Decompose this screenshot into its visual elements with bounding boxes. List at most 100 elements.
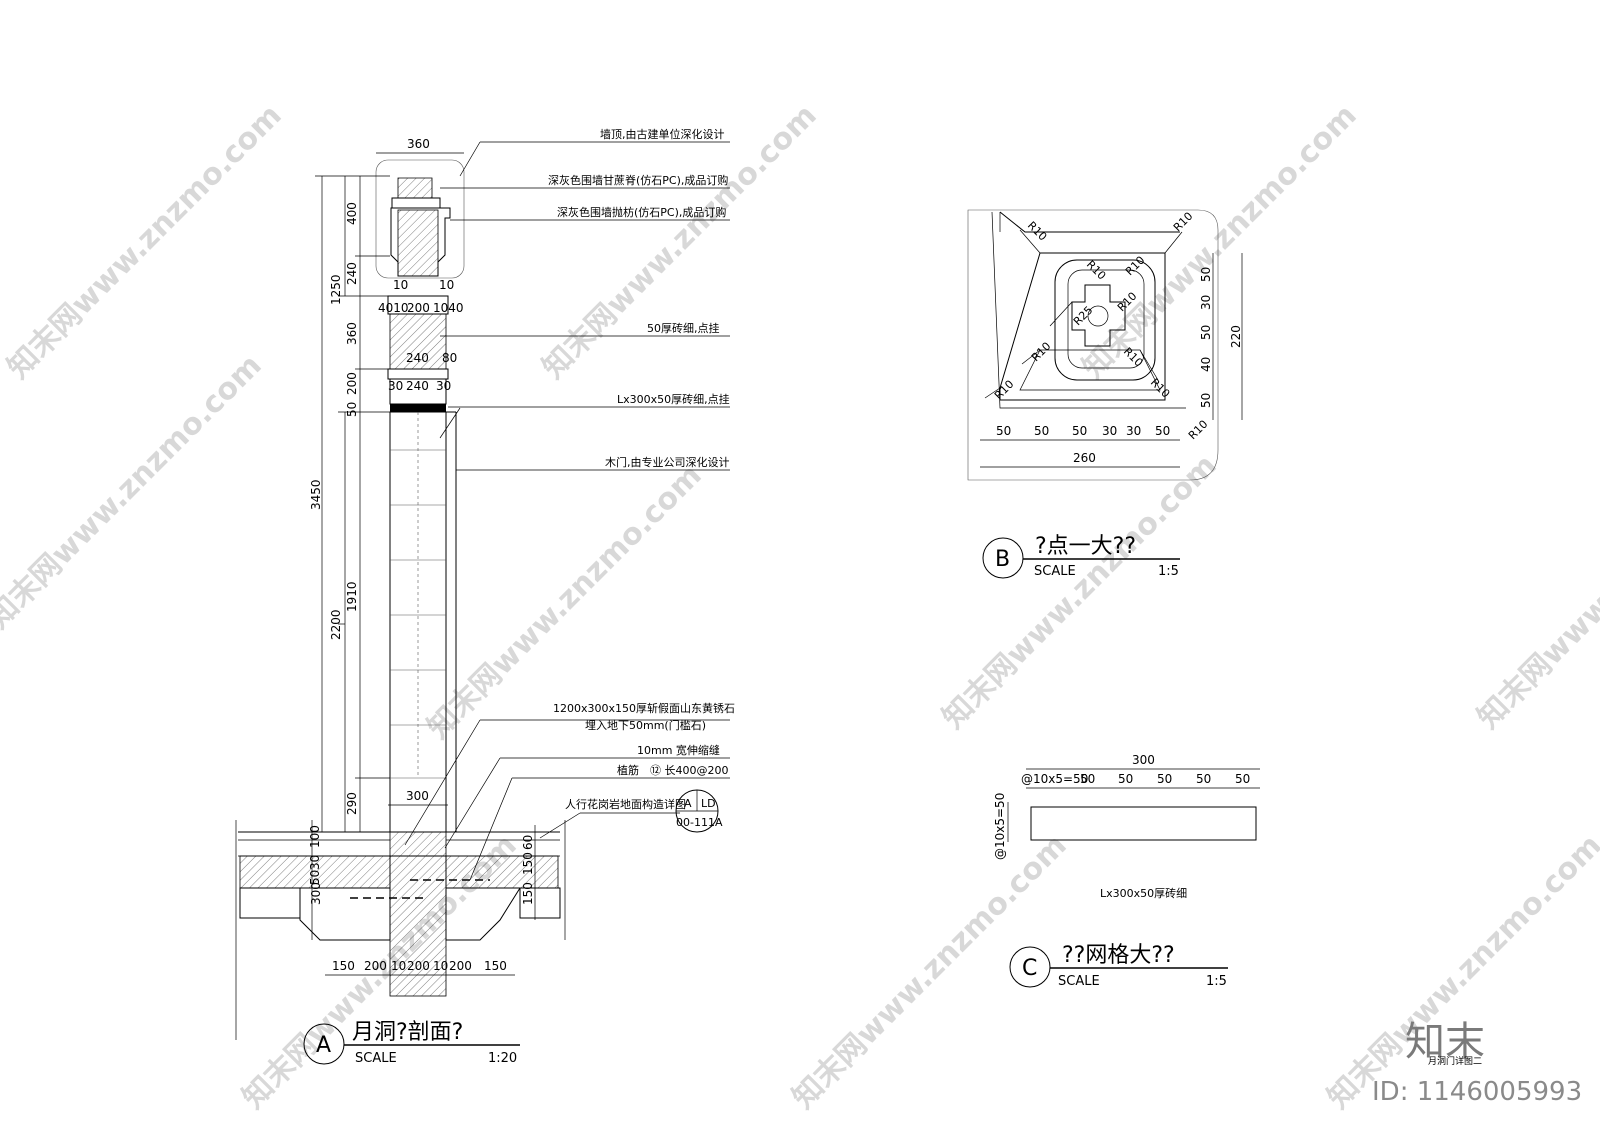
note-ridge: 深灰色围墙甘蔗脊(仿石PC),成品订购 xyxy=(548,173,728,187)
ref-tag-code: 00-111A xyxy=(676,816,723,829)
note-rebar: 植筋 ⑫ 长400@200 xyxy=(617,763,729,777)
section-a: 1250 3450 2200 300 400 240 360 200 50 19… xyxy=(235,127,735,1066)
detail-c: 300 @10x5=50 50 50 50 50 50 @10x5=50 Lx3… xyxy=(993,753,1260,989)
frame-outer xyxy=(999,252,1166,401)
brand-logo: 知末 xyxy=(1405,1019,1485,1065)
slab-right xyxy=(445,855,559,889)
dim-r-150b: 150 xyxy=(521,882,535,905)
dim-1910: 1910 xyxy=(345,581,359,612)
radius-label-2: R10 xyxy=(1171,210,1195,234)
dim-w-10a: 10 xyxy=(393,278,408,292)
dim-r-40: 40 xyxy=(1199,357,1213,372)
dim-c-grid: @10x5=50 xyxy=(1021,772,1088,786)
dim-c-300: 300 xyxy=(1132,753,1155,767)
note-coping: 深灰色围墙抛枋(仿石PC),成品订购 xyxy=(557,205,726,219)
ref-tag-ld[interactable]: A LD 00-111A xyxy=(675,789,723,833)
dim-c-50d: 50 xyxy=(1196,772,1211,786)
dim-r-50b: 50 xyxy=(1199,325,1213,340)
dim-w-30b: 30 xyxy=(436,379,451,393)
detail-c-caption: Lx300x50厚砖细 xyxy=(1100,886,1187,900)
note-buried: 埋入地下50mm(门槛石) xyxy=(585,718,706,732)
title-a-text: 月洞?剖面? xyxy=(352,1020,463,1045)
watermark-7: 知末网www.znzmo.com xyxy=(1471,448,1600,736)
title-a-scale: 1:20 xyxy=(488,1051,517,1066)
dim-w-240a: 240 xyxy=(406,351,429,365)
dim-50-ground: 50 xyxy=(308,870,322,885)
dim-b-150a: 150 xyxy=(332,959,355,973)
dim-w-1040: 1040 xyxy=(433,301,464,315)
dim-w-300: 300 xyxy=(406,789,429,803)
title-b-scale: 1:5 xyxy=(1158,564,1179,579)
note-wood-door: 木门,由专业公司深化设计 xyxy=(605,455,730,469)
title-b-letter: B xyxy=(995,547,1010,572)
radius-label-4: R10 xyxy=(1123,254,1147,278)
title-b-text: ?点一大?? xyxy=(1035,534,1136,559)
dim-r-50c: 50 xyxy=(1199,393,1213,408)
dim-b-200b: 200 xyxy=(407,959,430,973)
cap-outline xyxy=(375,159,465,279)
note-brick-lx300: Lx300x50厚砖细,点挂 xyxy=(617,392,730,406)
watermark-layer: 知末网www.znzmo.com 知末网www.znzmo.com 知末网www… xyxy=(0,98,1600,1116)
watermark-6: 知末网www.znzmo.com xyxy=(936,448,1224,736)
note-wall-top: 墙顶,由古建单位深化设计 xyxy=(600,127,725,141)
title-a-letter: A xyxy=(316,1033,331,1058)
dim-3450: 3450 xyxy=(309,479,323,510)
dim-b-50b: 50 xyxy=(1034,424,1049,438)
dim-c-50a: 50 xyxy=(1080,772,1095,786)
dim-100: 100 xyxy=(308,825,322,848)
note-brick-50: 50厚砖细,点挂 xyxy=(647,321,720,335)
drawing-small-label: 月洞门详图二 xyxy=(1428,1055,1482,1067)
threshold-stone xyxy=(389,831,447,857)
dim-w-200: 200 xyxy=(407,301,430,315)
dim-c-50e: 50 xyxy=(1235,772,1250,786)
title-block-b: B ?点一大?? SCALE 1:5 xyxy=(982,534,1180,579)
dim-240: 240 xyxy=(345,262,359,285)
note-threshold-stone: 1200x300x150厚斩假面山东黄锈石 xyxy=(553,701,735,715)
dim-b-260: 260 xyxy=(1073,451,1096,465)
ref-tag-sheet: LD xyxy=(701,797,716,810)
dim-b-30a: 30 xyxy=(1102,424,1117,438)
dim-b-50c: 50 xyxy=(1072,424,1087,438)
ridge-base xyxy=(391,197,441,209)
dim-r-30: 30 xyxy=(1199,295,1213,310)
title-block-a: A 月洞?剖面? SCALE 1:20 xyxy=(303,1020,520,1066)
dim-r-50a: 50 xyxy=(1199,267,1213,282)
title-block-c: C ??网格大?? SCALE 1:5 xyxy=(1009,943,1228,989)
dim-r-150a: 150 xyxy=(521,852,535,875)
dim-w-240b: 240 xyxy=(406,379,429,393)
dim-w-80: 80 xyxy=(442,351,457,365)
dim-b-50a: 50 xyxy=(996,424,1011,438)
brick-lintel xyxy=(390,404,446,412)
dim-w-4010: 4010 xyxy=(378,301,409,315)
brick-grid-panel xyxy=(1030,806,1257,841)
shaft-courses xyxy=(390,412,446,779)
dim-w-10b: 10 xyxy=(439,278,454,292)
dim-r-220: 220 xyxy=(1229,325,1243,348)
dim-top-360: 360 xyxy=(407,137,430,151)
dim-r-60: 60 xyxy=(521,835,535,850)
radius-label-5: R25 xyxy=(1071,304,1095,328)
ref-tag-letter: A xyxy=(684,797,692,810)
dim-290: 290 xyxy=(345,792,359,815)
watermark-10: 知末网www.znzmo.com xyxy=(1321,828,1600,1116)
dim-b-30b: 30 xyxy=(1126,424,1141,438)
dim-b-150b: 150 xyxy=(484,959,507,973)
dim-c-side: @10x5=50 xyxy=(993,793,1007,860)
slab-left xyxy=(239,855,391,889)
ridge-block xyxy=(397,177,433,199)
watermark-3: 知末网www.znzmo.com xyxy=(1076,98,1364,386)
watermark-1: 知末网www.znzmo.com xyxy=(1,98,289,386)
dim-400: 400 xyxy=(345,202,359,225)
radius-label-11: R10 xyxy=(1186,418,1210,442)
dim-1250: 1250 xyxy=(329,274,343,305)
radius-label-9: R10 xyxy=(992,378,1016,402)
dim-w-30a: 30 xyxy=(388,379,403,393)
brick-band-2 xyxy=(387,368,449,380)
dim-b-200c: 200 xyxy=(449,959,472,973)
dim-360: 360 xyxy=(345,322,359,345)
leader-lines xyxy=(404,141,730,881)
drawing-id: ID: 1146005993 xyxy=(1372,1077,1582,1107)
frame-inner xyxy=(1054,259,1156,381)
watermark-4: 知末网www.znzmo.com xyxy=(0,348,269,636)
